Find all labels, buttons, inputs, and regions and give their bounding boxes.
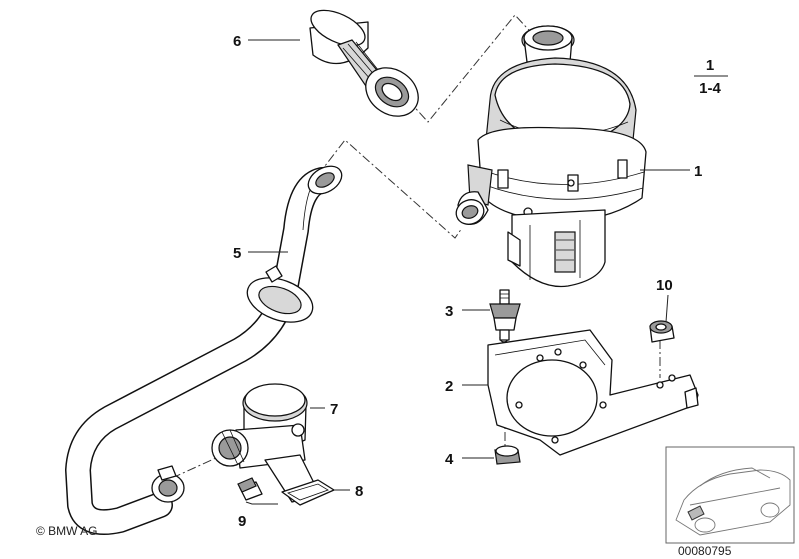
callout-9: 9 bbox=[238, 513, 246, 530]
callout-10: 10 bbox=[656, 277, 673, 294]
part-hose bbox=[65, 165, 343, 536]
group-fraction: 1 1-4 bbox=[694, 57, 728, 97]
part-bracket bbox=[487, 329, 699, 456]
callout-labels: 6 1 5 3 2 4 7 8 9 10 bbox=[233, 33, 702, 530]
part-secondary-air-pump bbox=[455, 25, 647, 288]
callout-3: 3 bbox=[445, 303, 453, 320]
callout-7: 7 bbox=[330, 401, 338, 418]
callout-2: 2 bbox=[445, 378, 453, 395]
callout-1: 1 bbox=[694, 163, 702, 180]
part-rubber-mount bbox=[489, 289, 521, 341]
callout-8: 8 bbox=[355, 483, 363, 500]
callout-4: 4 bbox=[445, 451, 454, 468]
part-check-valve bbox=[211, 383, 321, 503]
part-gasket bbox=[281, 479, 350, 506]
part-hose-connector bbox=[309, 9, 419, 117]
group-numerator: 1 bbox=[706, 57, 714, 74]
leader-lines bbox=[245, 39, 690, 505]
callout-6: 6 bbox=[233, 33, 241, 50]
copyright-text: © BMW AG bbox=[36, 524, 98, 538]
diagram-number: 00080795 bbox=[678, 544, 732, 558]
part-nut-10 bbox=[649, 320, 675, 343]
part-screw bbox=[237, 477, 263, 501]
callout-5: 5 bbox=[233, 245, 241, 262]
group-denominator: 1-4 bbox=[699, 80, 721, 97]
part-nut bbox=[494, 445, 521, 465]
inset-vehicle-view bbox=[665, 446, 795, 544]
